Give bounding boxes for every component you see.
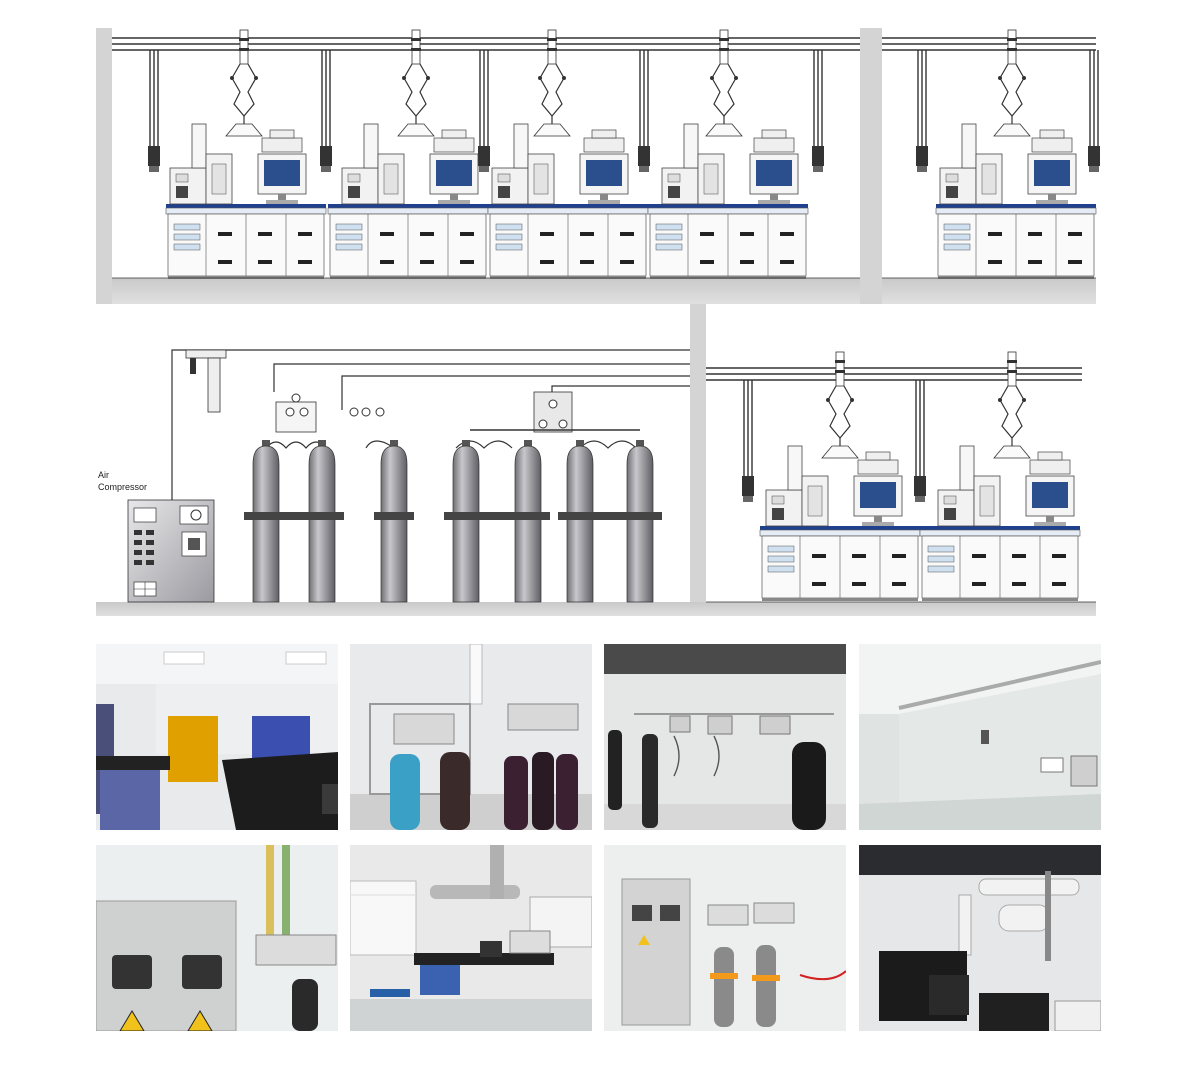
gas-pipeline-system-diagram: Air Compressor <box>96 28 1101 616</box>
manifold-panel-3 <box>455 391 640 449</box>
air-compressor <box>127 499 215 603</box>
gas-cylinder-room: Air Compressor <box>96 304 1096 616</box>
photo-lab-exhaust-duct-bench <box>350 845 592 1031</box>
photo-wall-mounted-gas-panels <box>604 644 846 830</box>
lower-right-lab <box>706 351 1096 603</box>
photo-gas-manifold-cylinders-room <box>350 644 592 830</box>
photo-instrument-room-exhaust-ducts <box>859 845 1101 1031</box>
photo-cylinder-cabinet-orange-straps <box>604 845 846 1031</box>
air-compressor-label-line1: Air <box>98 470 109 480</box>
upper-room <box>96 28 1101 304</box>
photo-lab-benches-yellow-cabinets <box>96 644 338 830</box>
air-compressor-label-line2: Compressor <box>98 482 147 492</box>
photo-gas-cylinder-cabinet <box>96 845 338 1031</box>
manifold-panel-1 <box>265 393 327 449</box>
regulator-2 <box>349 407 395 449</box>
photo-corridor-gas-terminals <box>859 644 1101 830</box>
